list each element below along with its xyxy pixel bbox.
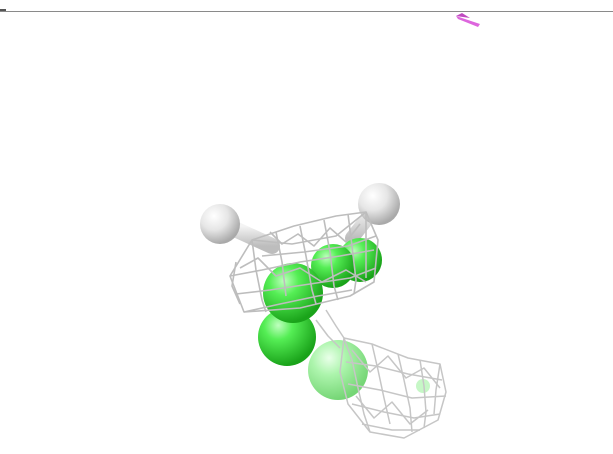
hydrogen-atom-right[interactable] [358, 183, 400, 225]
green-atom-small[interactable] [416, 379, 430, 393]
pointer-marker-icon [456, 13, 480, 27]
viewport-corner-tick [0, 9, 6, 11]
hydrogen-atom-left[interactable] [200, 204, 240, 244]
viewport-top-border [0, 11, 613, 12]
electron-density-mesh-lower [315, 309, 447, 439]
electron-density-mesh-upper [229, 211, 379, 313]
green-atom-front[interactable] [263, 263, 323, 323]
green-atom-lower[interactable] [258, 308, 316, 366]
hydrogen-atoms[interactable] [200, 183, 400, 254]
